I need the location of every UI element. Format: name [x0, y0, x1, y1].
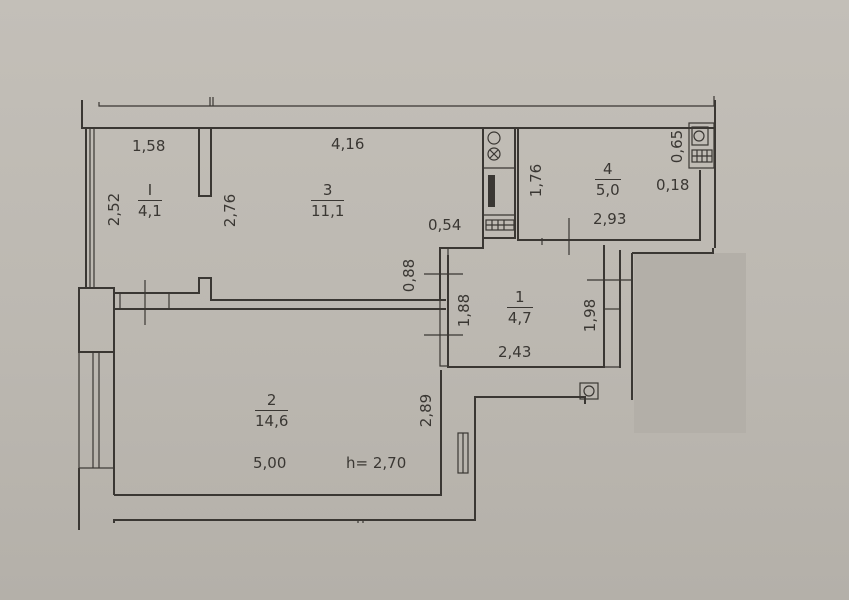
room4-walls — [517, 128, 701, 241]
room2-walls — [114, 370, 442, 496]
dim-bath-right: 1,98 — [581, 298, 600, 333]
ceiling-height: h= 2,70 — [346, 454, 407, 472]
room-1-label: 1 4,7 — [507, 288, 533, 327]
dim-niche-depth: 0,65 — [668, 129, 687, 164]
dim-opening: 0,54 — [428, 216, 462, 234]
scanned-shadow-patch — [634, 253, 746, 433]
dim-room2-width: 5,00 — [253, 454, 287, 472]
room2-top-wall — [114, 277, 446, 325]
dim-partition-len: 2,76 — [221, 193, 240, 228]
room-2-label: 2 14,6 — [255, 391, 289, 430]
partition-stub — [198, 127, 212, 197]
room-3-label: 3 11,1 — [311, 181, 345, 220]
dim-wall-seg: 0,88 — [400, 258, 419, 293]
dim-bath-left: 1,88 — [455, 293, 474, 328]
outer-walls — [78, 96, 716, 530]
room-4-label: 4 5,0 — [595, 160, 621, 199]
dim-kitchen-depth: 1,76 — [527, 163, 546, 198]
bathroom-walls — [424, 238, 633, 400]
dim-room2-depth: 2,89 — [417, 393, 436, 428]
dim-niche-width: 0,18 — [656, 176, 690, 194]
dim-room3-width: 4,16 — [331, 135, 365, 153]
dim-balcony-depth: 2,52 — [105, 192, 124, 227]
dim-balcony-width: 1,58 — [132, 137, 166, 155]
room-I-label: I 4,1 — [138, 181, 162, 220]
riser-icon — [579, 382, 599, 400]
dim-kitchen-width: 2,93 — [593, 210, 627, 228]
kitchen-column — [482, 127, 516, 239]
dim-bath-width: 2,43 — [498, 343, 532, 361]
